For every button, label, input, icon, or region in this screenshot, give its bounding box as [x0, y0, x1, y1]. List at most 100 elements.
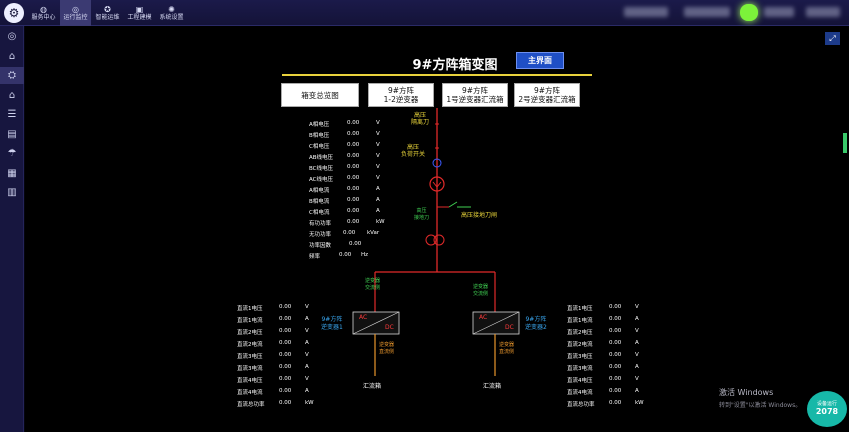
button-label: 9#方阵 [461, 86, 489, 95]
globe-icon: ◍ [40, 4, 47, 14]
measure-label: 无功功率 [309, 232, 332, 238]
button-label: 箱变总览图 [301, 90, 339, 100]
measure-value: 0.00 [279, 352, 292, 358]
label-line: 隔离刀 [411, 119, 430, 126]
top-bar: ⚙ ◍ 服务中心 ◎ 运行监控 ✪ 智能运维 ▣ 工程建模 ✺ 系统设置 [0, 0, 849, 26]
measure-unit: A [376, 186, 380, 192]
status-indicator[interactable] [740, 4, 758, 21]
button-label: 2号逆变器汇流箱 [518, 95, 576, 104]
measure-label: 直流4电压 [237, 378, 263, 384]
measure-label: 直流3电压 [567, 354, 593, 360]
measure-unit: V [376, 131, 380, 137]
measure-value: 0.00 [609, 304, 622, 310]
measure-unit: V [376, 164, 380, 170]
blurred-info [624, 7, 668, 17]
expand-icon[interactable]: ⤢ [825, 32, 840, 45]
measure-unit: V [635, 352, 639, 358]
measure-value: 0.00 [349, 241, 362, 247]
measure-value: 0.00 [347, 120, 360, 126]
combiner-2-button[interactable]: 9#方阵 2号逆变器汇流箱 [514, 83, 580, 107]
main-panel: ⤢ 9#方阵箱变图 主界面 箱变总览图 9#方阵 1-2逆变器 9#方阵 1号逆… [25, 26, 849, 432]
device-run-badge[interactable]: 设备运行 2078 [807, 391, 847, 427]
settings-icon: ✺ [168, 4, 175, 14]
measure-label: 有功功率 [309, 221, 332, 227]
sidebar-house-icon[interactable]: ⌂ [8, 90, 16, 101]
scroll-marker[interactable] [843, 133, 847, 153]
sidebar-weather-icon[interactable]: ☂ [7, 148, 17, 159]
label-line: 逆变器 [473, 284, 489, 290]
measure-unit: V [635, 328, 639, 334]
measure-value: 0.00 [347, 197, 360, 203]
transformer-coil [425, 234, 437, 246]
measure-value: 0.00 [347, 131, 360, 137]
combiner-1-button[interactable]: 9#方阵 1号逆变器汇流箱 [442, 83, 508, 107]
sidebar-list-icon[interactable]: ☰ [7, 109, 17, 120]
measure-label: 直流4电流 [237, 390, 263, 396]
single-line-diagram [352, 108, 520, 376]
measure-label: 直流3电流 [237, 366, 263, 372]
top-nav: ◍ 服务中心 ◎ 运行监控 ✪ 智能运维 ▣ 工程建模 ✺ 系统设置 [28, 0, 188, 26]
inverter-1-label: 9#方阵 逆变器1 [321, 316, 343, 332]
measure-label: 直流2电流 [237, 342, 263, 348]
measure-value: 0.00 [609, 400, 622, 406]
measure-value: 0.00 [279, 364, 292, 370]
measure-value: 0.00 [347, 186, 360, 192]
measure-value: 0.00 [609, 328, 622, 334]
measure-value: 0.00 [347, 153, 360, 159]
nav-smart-om[interactable]: ✪ 智能运维 [92, 0, 123, 26]
blurred-user[interactable] [764, 7, 794, 17]
transformer-measurements: A相电压 0.00 V B相电压 0.00 V C相电压 0.00 V AB线电… [309, 120, 419, 232]
box-overview-button[interactable]: 箱变总览图 [281, 83, 359, 107]
nav-label: 智能运维 [95, 13, 120, 21]
main-screen-button[interactable]: 主界面 [516, 52, 564, 69]
sidebar-station-icon[interactable]: ⛭ [0, 67, 24, 84]
measure-label: 直流总功率 [567, 402, 595, 408]
app-logo[interactable]: ⚙ [4, 3, 24, 23]
label-line: 9#方阵 [321, 316, 343, 323]
button-label: 1号逆变器汇流箱 [446, 95, 504, 104]
label-line: 交流侧 [365, 285, 381, 291]
measure-label: 频率 [309, 254, 321, 260]
blurred-user[interactable] [806, 7, 840, 17]
measure-label: 直流1电流 [567, 318, 593, 324]
measure-label: A相电压 [309, 122, 330, 128]
label-line: 高压 [416, 208, 427, 214]
measure-label: 直流2电压 [237, 330, 263, 336]
measure-unit: V [376, 153, 380, 159]
measure-value: 0.00 [347, 175, 360, 181]
sidebar-table-icon[interactable]: ▦ [7, 168, 17, 179]
nav-service-center[interactable]: ◍ 服务中心 [28, 0, 59, 26]
nav-label: 服务中心 [31, 13, 56, 21]
label-line: 直流侧 [499, 349, 515, 355]
measure-label: B相电流 [309, 199, 330, 205]
nav-label: 系统设置 [159, 13, 184, 21]
measure-unit: A [635, 388, 639, 394]
measure-value: 0.00 [347, 208, 360, 214]
measure-unit: V [305, 352, 309, 358]
badge-number: 2078 [815, 407, 839, 416]
grounding-label-left: 高压 接地刀 [414, 208, 429, 222]
nav-run-monitor[interactable]: ◎ 运行监控 [60, 0, 91, 26]
measure-unit: A [635, 340, 639, 346]
label-line: 交流侧 [473, 291, 489, 297]
title-underline [282, 74, 592, 76]
load-switch-label: 高压 负荷开关 [401, 144, 425, 158]
measure-unit: A [305, 388, 309, 394]
nav-engineering-model[interactable]: ▣ 工程建模 [124, 0, 155, 26]
combiner-label-left[interactable]: 汇流箱 [363, 383, 382, 390]
measure-label: 直流4电压 [567, 378, 593, 384]
measure-label: 直流1电压 [567, 306, 593, 312]
measure-unit: kVar [367, 230, 380, 236]
measure-value: 0.00 [609, 364, 622, 370]
blurred-info [684, 7, 730, 17]
dc-label-right: DC [505, 324, 514, 331]
sidebar-grid-icon[interactable]: ▥ [7, 187, 17, 198]
sidebar-monitor-icon[interactable]: ◎ [7, 31, 17, 42]
combiner-label-right[interactable]: 汇流箱 [483, 383, 502, 390]
sidebar-report-icon[interactable]: ▤ [7, 129, 17, 140]
nav-system-settings[interactable]: ✺ 系统设置 [156, 0, 187, 26]
measure-unit: kW [305, 400, 314, 406]
measure-value: 0.00 [279, 376, 292, 382]
sidebar-home-icon[interactable]: ⌂ [8, 51, 16, 62]
inverter-1-2-button[interactable]: 9#方阵 1-2逆变器 [368, 83, 434, 107]
